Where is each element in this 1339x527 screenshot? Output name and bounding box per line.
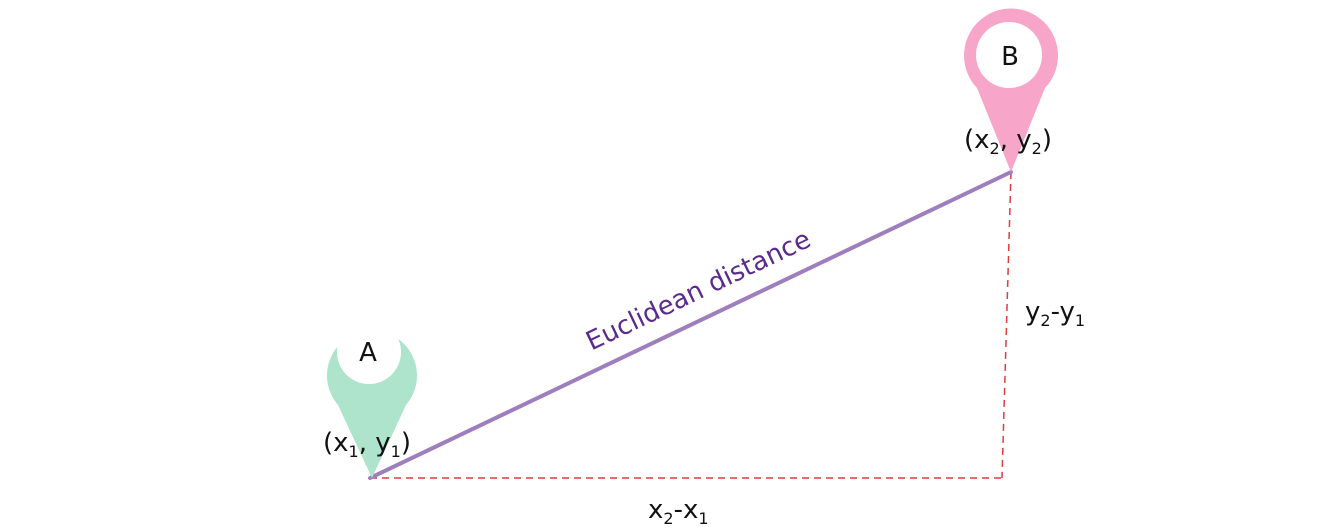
point-b-pin: B [963, 8, 1058, 173]
point-a-pin: A [326, 320, 417, 478]
euclidean-distance-label: Euclidean distance [582, 225, 816, 358]
euclidean-distance-line [368, 170, 1013, 480]
vertical-dashed-leg [1001, 171, 1012, 479]
vertical-difference-label: y2-y1 [1025, 297, 1085, 330]
point-a-coordinates: (x1, y1) [323, 428, 411, 461]
pin-b-hole [976, 22, 1042, 88]
point-b-coordinates: (x2, y2) [964, 125, 1052, 158]
point-a-letter: A [359, 338, 377, 368]
pin-a-hole [337, 320, 401, 384]
point-b-letter: B [1001, 42, 1019, 72]
horizontal-difference-label: x2-x1 [648, 495, 709, 527]
